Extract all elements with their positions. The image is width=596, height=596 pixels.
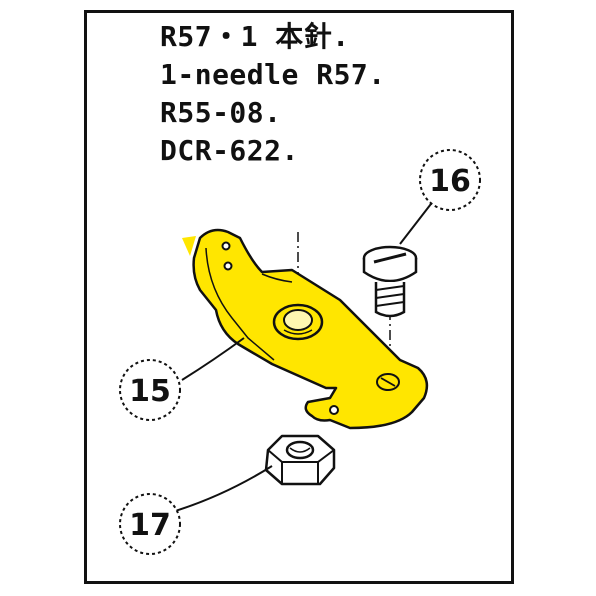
leader-15 <box>181 337 245 381</box>
model-line-2: 1-needle R57. <box>160 58 386 91</box>
model-line-4: DCR-622. <box>160 134 299 167</box>
model-line-1: R57・1 本針. <box>160 20 350 53</box>
callout-15-number: 15 <box>129 374 171 409</box>
callout-16-number: 16 <box>429 164 471 199</box>
callout-16: 16 <box>419 149 481 211</box>
leader-16 <box>399 199 435 245</box>
bracket-plate-icon <box>182 228 429 430</box>
model-header: R57・1 本針. 1-needle R57. R55-08. DCR-622. <box>160 18 386 170</box>
leader-17 <box>171 465 273 513</box>
callout-15: 15 <box>119 359 181 421</box>
screw-icon <box>362 245 418 318</box>
model-line-3: R55-08. <box>160 96 282 129</box>
callout-17-number: 17 <box>129 508 171 543</box>
hex-nut-icon <box>264 434 336 486</box>
callout-17: 17 <box>119 493 181 555</box>
